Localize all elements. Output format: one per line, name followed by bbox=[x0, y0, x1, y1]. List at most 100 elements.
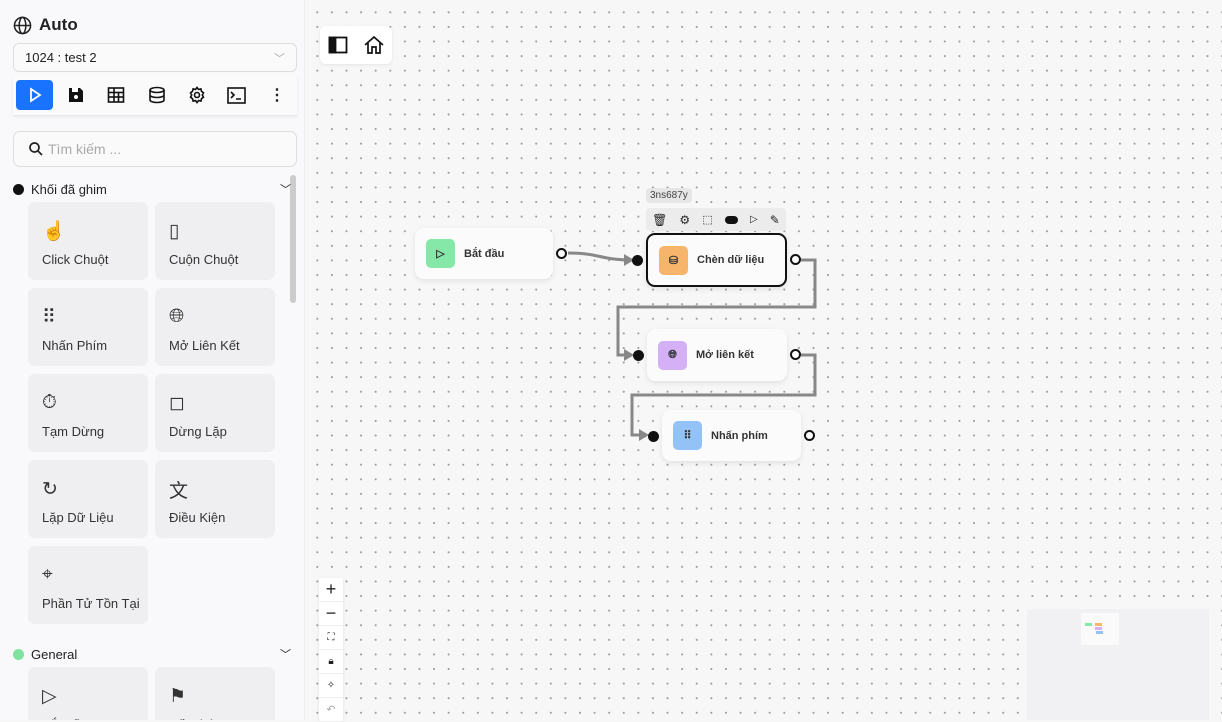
minimap[interactable] bbox=[1027, 609, 1209, 720]
app-title: Auto bbox=[13, 15, 78, 35]
edge-arrow bbox=[639, 429, 649, 441]
node-label: Chèn dữ liệu bbox=[697, 254, 765, 266]
database-icon bbox=[148, 86, 165, 104]
node-id-tag: 3ns687y bbox=[646, 188, 692, 203]
output-handle[interactable] bbox=[556, 247, 567, 259]
section-header[interactable]: General ﹀ bbox=[13, 646, 291, 662]
keyboard-icon: ⠿ bbox=[673, 421, 702, 450]
input-handle[interactable] bbox=[632, 255, 643, 266]
auto-layout-button[interactable]: ✧ bbox=[319, 674, 343, 698]
select-icon[interactable]: ⬚ bbox=[702, 214, 713, 226]
node-label: Bắt đầu bbox=[464, 247, 505, 260]
output-handle[interactable] bbox=[790, 349, 801, 360]
play-icon: ▷ bbox=[42, 685, 57, 707]
edge-arrow bbox=[624, 254, 634, 266]
zoom-controls: + − ⛶ 🔒︎ ✧ ↶ bbox=[319, 578, 343, 722]
sidebar-scrollbar[interactable] bbox=[290, 175, 296, 303]
block-card[interactable]: ▷ Bắt Đầu bbox=[28, 667, 148, 720]
output-handle[interactable] bbox=[790, 254, 801, 265]
settings-button[interactable] bbox=[177, 80, 217, 110]
terminal-icon bbox=[227, 86, 247, 104]
home-icon[interactable] bbox=[363, 35, 385, 55]
workflow-select[interactable]: 1024 : test 2 ﹀ bbox=[13, 43, 297, 72]
gear-icon bbox=[189, 86, 205, 104]
block-card[interactable]: ⌖ Phần Tử Tồn Tại bbox=[28, 546, 148, 624]
sidebar: Auto 1024 : test 2 ﹀ ⋮ Tìm kiếm ... Khối … bbox=[0, 0, 305, 720]
minimap-node bbox=[1085, 623, 1092, 626]
workflow-node[interactable]: ▷Bắt đầu bbox=[415, 228, 553, 279]
trash-icon[interactable]: 🗑︎ bbox=[652, 212, 668, 227]
main-toolbar: ⋮ bbox=[13, 75, 297, 115]
block-card[interactable]: ⚑Kết Thúc bbox=[155, 667, 275, 720]
save-button[interactable] bbox=[56, 80, 96, 110]
block-card[interactable]: 文 Điều Kiện bbox=[155, 460, 275, 538]
table-icon bbox=[108, 87, 125, 103]
section-header[interactable]: Khối đã ghim ﹀ bbox=[13, 181, 291, 197]
translate-icon: 文 bbox=[169, 480, 189, 502]
input-handle[interactable] bbox=[648, 430, 659, 442]
pencil-icon[interactable]: ✎ bbox=[769, 212, 780, 227]
plus-icon: + bbox=[325, 579, 337, 599]
zoom-out-button[interactable]: − bbox=[319, 602, 343, 626]
globe-icon bbox=[13, 16, 32, 34]
block-label: Click Chuột bbox=[42, 252, 109, 267]
block-label: Phần Tử Tồn Tại bbox=[42, 596, 140, 611]
fit-view-button[interactable]: ⛶ bbox=[319, 626, 343, 650]
section-label: General bbox=[31, 646, 78, 662]
minus-icon: − bbox=[325, 603, 337, 623]
console-button[interactable] bbox=[217, 80, 257, 110]
table-button[interactable] bbox=[96, 80, 136, 110]
save-icon bbox=[69, 88, 84, 102]
node-toolbar: 🗑︎ ⚙︎ ⬚ ▷ ✎ bbox=[646, 208, 786, 231]
workflow-canvas[interactable] bbox=[305, 0, 1222, 720]
section-dot bbox=[13, 183, 24, 195]
search-input[interactable]: Tìm kiếm ... bbox=[13, 131, 297, 167]
section-dot bbox=[13, 648, 24, 660]
workflow-node[interactable]: 🌐︎Mở liên kết bbox=[647, 329, 787, 381]
block-label: Điều Kiện bbox=[169, 510, 226, 525]
block-label: Tạm Dừng bbox=[42, 424, 105, 439]
input-handle[interactable] bbox=[633, 350, 644, 361]
pointer-click-icon: ☝ bbox=[42, 221, 66, 242]
toggle-icon[interactable] bbox=[724, 215, 738, 224]
block-card[interactable]: ↻Lặp Dữ Liệu bbox=[28, 460, 148, 538]
workflow-node[interactable]: ⠿ Nhấn phím bbox=[662, 410, 801, 461]
output-handle[interactable] bbox=[804, 429, 815, 441]
database-insert-icon: ⛁ bbox=[659, 245, 688, 275]
block-label: Cuộn Chuột bbox=[169, 252, 239, 267]
lock-icon: 🔒︎ bbox=[328, 656, 334, 667]
block-card[interactable]: ⠿Nhấn Phím bbox=[28, 288, 148, 366]
workflow-select-value: 1024 : test 2 bbox=[25, 50, 97, 65]
block-label: Bắt Đầu bbox=[42, 717, 89, 720]
chevron-down-icon[interactable]: ﹀ bbox=[280, 184, 291, 196]
sidebar-toggle-icon[interactable] bbox=[328, 36, 348, 54]
globe-icon: 🌐︎ bbox=[658, 340, 687, 370]
block-card[interactable]: 🌐︎ Mở Liên Kết bbox=[155, 288, 275, 366]
more-button[interactable]: ⋮ bbox=[257, 80, 297, 110]
chevron-down-icon: ﹀ bbox=[274, 53, 285, 65]
chevron-down-icon[interactable]: ﹀ bbox=[280, 649, 291, 661]
edge bbox=[567, 251, 633, 262]
block-card[interactable]: ☝ Click Chuột bbox=[28, 202, 148, 280]
block-card[interactable]: ▯Cuộn Chuột bbox=[155, 202, 275, 280]
globe-icon: 🌐︎ bbox=[169, 306, 185, 327]
database-button[interactable] bbox=[137, 80, 177, 110]
undo-icon: ↶ bbox=[326, 704, 336, 716]
block-label: Mở Liên Kết bbox=[169, 338, 240, 353]
canvas-top-controls bbox=[320, 26, 392, 64]
lock-button[interactable]: 🔒︎ bbox=[319, 650, 343, 674]
node-label: Nhấn phím bbox=[711, 429, 768, 442]
block-card[interactable]: ◻Dừng Lặp bbox=[155, 374, 275, 452]
section-label: Khối đã ghim bbox=[31, 181, 107, 197]
crosshair-icon: ⌖ bbox=[42, 564, 53, 585]
workflow-node[interactable]: ⛁ Chèn dữ liệu bbox=[646, 233, 787, 287]
zoom-in-button[interactable]: + bbox=[319, 578, 343, 602]
gear-icon[interactable]: ⚙︎ bbox=[679, 212, 691, 227]
sparkle-icon: ✧ bbox=[326, 680, 336, 691]
block-label: Lặp Dữ Liệu bbox=[42, 510, 114, 525]
play-icon[interactable]: ▷ bbox=[749, 214, 758, 225]
run-button[interactable] bbox=[16, 80, 54, 110]
block-card[interactable]: ⏱︎Tạm Dừng bbox=[28, 374, 148, 452]
keyboard-icon: ⠿ bbox=[42, 306, 56, 328]
